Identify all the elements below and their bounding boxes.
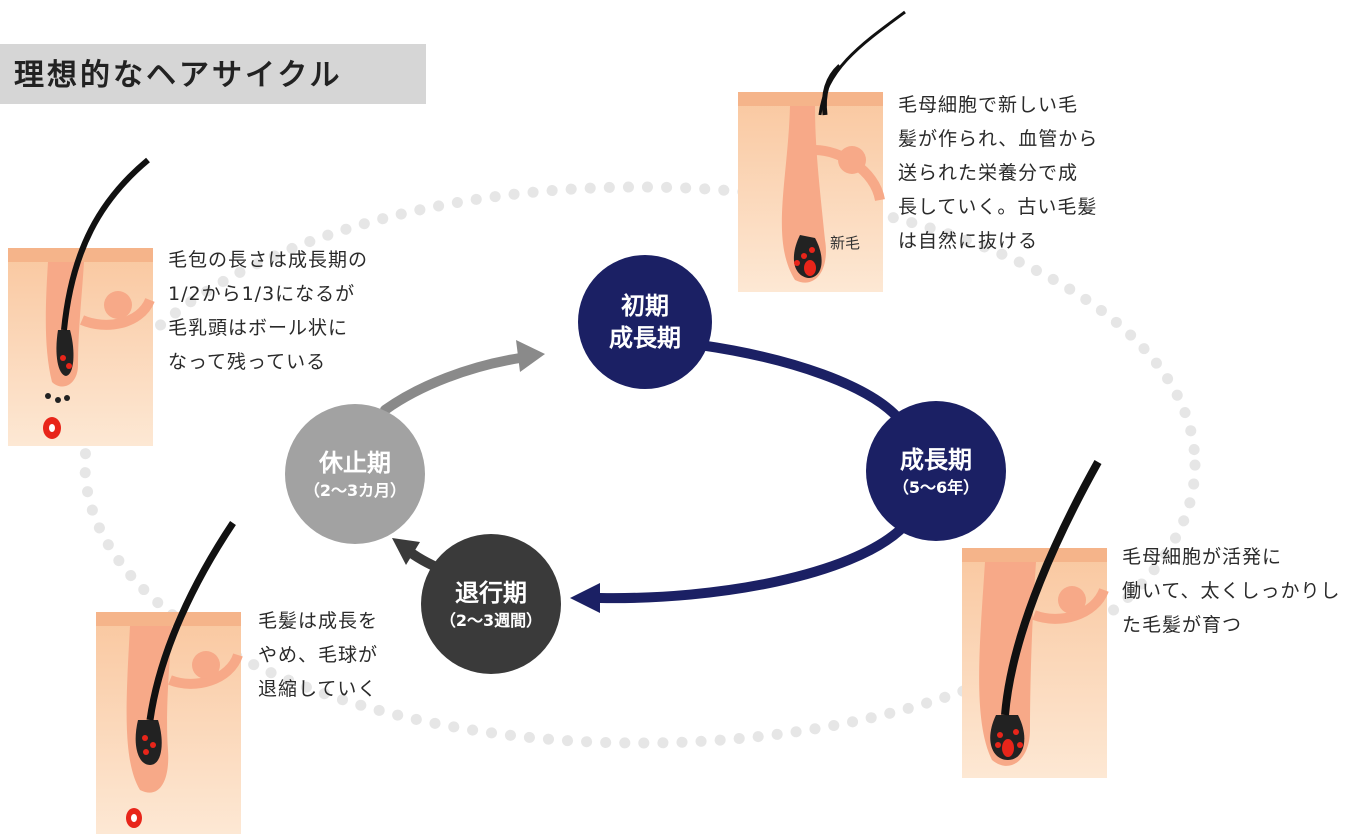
desc-growth-line: 毛母細胞が活発に bbox=[1122, 546, 1283, 568]
growth-duration: （5〜6年） bbox=[892, 478, 980, 497]
description-regression: 毛髪は成長を やめ、毛球が 退縮していく bbox=[258, 604, 378, 706]
desc-early-line: 髪が作られ、血管から bbox=[898, 128, 1099, 150]
background-dotted-ring bbox=[79, 181, 1201, 749]
regression-duration: （2〜3週間） bbox=[439, 611, 543, 630]
new-hair-label: 新毛 bbox=[830, 234, 861, 252]
arrow-growth-to-regression bbox=[595, 525, 905, 604]
desc-regression-line: 毛髪は成長を bbox=[258, 610, 379, 632]
arrowhead-regression-to-rest bbox=[392, 538, 420, 565]
desc-rest-line: なって残っている bbox=[168, 351, 327, 373]
follicle-illustration-early-growth bbox=[738, 10, 906, 292]
description-early-growth: 毛母細胞で新しい毛 髪が作られ、血管から 送られた栄養分で成 長していく。古い毛… bbox=[898, 88, 1098, 258]
follicle-illustration-regression bbox=[96, 521, 243, 834]
description-growth: 毛母細胞が活発に 働いて、太くしっかりし た毛髪が育つ bbox=[1122, 540, 1340, 642]
growth-name: 成長期 bbox=[900, 446, 972, 474]
arrowhead-rest-to-early bbox=[516, 340, 545, 372]
desc-rest-line: 1/2から1/3になるが bbox=[168, 283, 356, 305]
node-label-regression: 退行期 （2〜3週間） bbox=[421, 577, 561, 633]
desc-regression-line: やめ、毛球が bbox=[258, 644, 379, 666]
node-label-rest: 休止期 （2〜3カ月） bbox=[285, 447, 425, 503]
node-growth bbox=[866, 401, 1006, 541]
page-title: 理想的なヘアサイクル bbox=[14, 58, 343, 93]
desc-early-line: 送られた栄養分で成 bbox=[898, 162, 1079, 184]
rest-name: 休止期 bbox=[319, 449, 391, 477]
desc-early-line: 毛母細胞で新しい毛 bbox=[898, 94, 1079, 116]
description-rest: 毛包の長さは成長期の 1/2から1/3になるが 毛乳頭はボール状に なって残って… bbox=[168, 243, 368, 379]
desc-rest-line: 毛包の長さは成長期の bbox=[168, 249, 369, 271]
early-growth-line1: 初期 bbox=[621, 292, 669, 320]
desc-early-line: は自然に抜ける bbox=[898, 230, 1039, 252]
desc-rest-line: 毛乳頭はボール状に bbox=[168, 317, 349, 339]
node-regression bbox=[421, 534, 561, 674]
arrowhead-growth-to-regression bbox=[570, 583, 600, 613]
node-early-growth bbox=[578, 255, 712, 389]
node-label-early-growth: 初期 成長期 bbox=[585, 290, 705, 354]
desc-growth-line: た毛髪が育つ bbox=[1122, 614, 1243, 636]
early-growth-line2: 成長期 bbox=[609, 324, 681, 352]
desc-early-line: 長していく。古い毛髪 bbox=[898, 196, 1098, 218]
regression-name: 退行期 bbox=[455, 579, 527, 607]
node-label-growth: 成長期 （5〜6年） bbox=[876, 444, 996, 500]
title-bar bbox=[0, 44, 426, 104]
follicle-illustration-growth bbox=[962, 460, 1109, 778]
arrow-rest-to-early bbox=[380, 353, 525, 415]
desc-regression-line: 退縮していく bbox=[258, 678, 378, 700]
desc-growth-line: 働いて、太くしっかりし bbox=[1122, 580, 1341, 602]
rest-duration: （2〜3カ月） bbox=[303, 481, 407, 500]
follicle-illustration-rest bbox=[8, 157, 155, 446]
arrow-early-to-growth bbox=[695, 340, 905, 425]
node-rest bbox=[285, 404, 425, 544]
